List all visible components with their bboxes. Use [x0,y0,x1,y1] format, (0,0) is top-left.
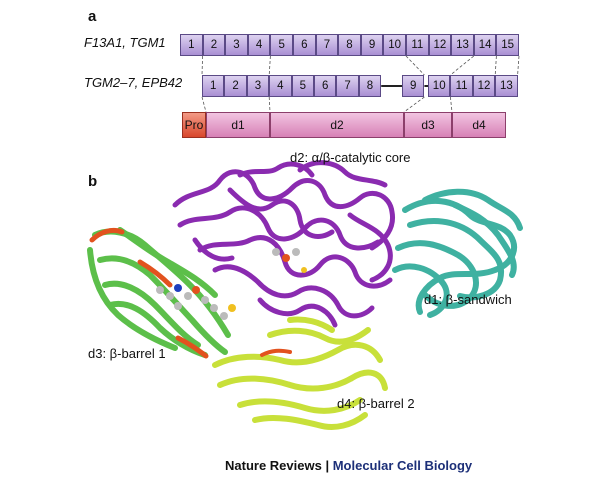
row2-exon-10: 10 [428,75,451,97]
row1-gene-label: F13A1, TGM1 [84,35,166,50]
d1-beta-sandwich [392,188,523,318]
d4-beta-barrel-2 [212,316,388,430]
row1-exon-15: 15 [496,34,519,56]
domain-pro: Pro [182,112,206,138]
row2-exon-1: 1 [202,75,225,97]
row2-gene-label: TGM2–7, EPB42 [84,75,183,90]
row2-exon-7: 7 [336,75,359,97]
row1-exon-13: 13 [451,34,474,56]
journal-footer: Nature Reviews | Molecular Cell Biology [225,458,472,473]
row1-exon-1: 1 [180,34,203,56]
domain-d3: d3 [404,112,452,138]
row1-exon-6: 6 [293,34,316,56]
domain-map-line-1 [201,96,207,113]
journal-name: Nature Reviews [225,458,322,473]
d3-loops [89,227,209,359]
row2-exon-4: 4 [269,75,292,97]
row2-exon-12: 12 [472,75,496,97]
row1-exon-10: 10 [383,34,406,56]
d2-catalytic-core [172,160,396,328]
domain-d1: d1 [206,112,270,138]
panel-a-label: a [88,8,97,25]
row2-exon-8: 8 [358,75,382,97]
d2-label: d2: α/β-catalytic core [290,150,411,165]
d4-loops [260,348,292,357]
exon-map-line-4 [450,55,475,76]
row2-exon-3: 3 [246,75,270,97]
exon-map-line-1 [201,55,203,76]
ligand-atoms [156,248,307,320]
domain-map-line-4 [450,96,453,113]
row1-exon-12: 12 [428,34,452,56]
domain-d4: d4 [452,112,506,138]
row1-exon-5: 5 [270,34,293,56]
row1-exon-2: 2 [202,34,226,56]
row2-exon-11: 11 [450,75,473,97]
domain-d2: d2 [270,112,404,138]
d4-label: d4: β-barrel 2 [337,396,415,411]
d3-label: d3: β-barrel 1 [88,346,166,361]
row1-exon-11: 11 [406,34,429,56]
domain-map-line-2 [268,96,271,113]
domain-map-line-3 [403,96,425,113]
row1-exon-9: 9 [360,34,384,56]
d1-label: d1: β-sandwich [424,292,512,307]
row1-exon-4: 4 [247,34,271,56]
row2-exon-9: 9 [402,75,425,97]
exon-map-line-2 [268,55,271,76]
panel-b-label: b [88,173,98,190]
exon-map-line-3 [405,55,425,76]
footer-separator: | [321,458,333,473]
journal-subtitle: Molecular Cell Biology [332,458,473,473]
row2-exon-5: 5 [291,75,314,97]
row1-exon-14: 14 [473,34,497,56]
row2-exon-6: 6 [314,75,337,97]
row2-exon-13: 13 [495,75,518,97]
exon-map-line-6 [517,55,520,76]
exon-map-line-5 [494,55,497,76]
row1-exon-8: 8 [338,34,361,56]
row2-exon-2: 2 [224,75,247,97]
row1-exon-3: 3 [225,34,248,56]
row1-exon-7: 7 [315,34,339,56]
